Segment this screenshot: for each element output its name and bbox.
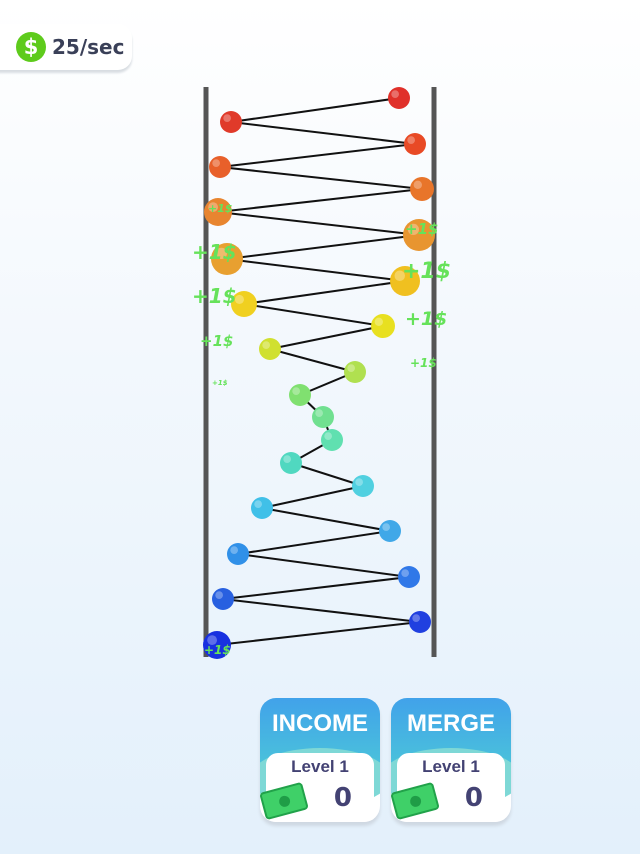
ball-highlight [223,114,231,122]
ball[interactable] [404,133,426,155]
ball[interactable] [344,361,366,383]
rope-segment [237,530,391,555]
income-level: Level 1 [291,757,349,776]
ball[interactable] [204,198,232,226]
ball-highlight [207,635,218,645]
income-cost: 0 [333,783,352,813]
ball[interactable] [251,497,273,519]
ball[interactable] [203,631,231,659]
income-title: INCOME [272,710,368,737]
ball[interactable] [280,452,302,474]
rope-segment [237,553,410,578]
rope-segment [243,280,406,305]
floating-income-text: +1$ [204,643,231,657]
ball-highlight [401,569,409,578]
rope-segment [261,485,364,509]
ball[interactable] [321,429,343,451]
ball-highlight [262,341,270,349]
ball[interactable] [312,406,334,428]
ball-highlight [413,180,422,189]
ball-highlight [292,387,300,395]
ball-highlight [374,317,383,326]
ball-highlight [407,223,419,235]
ball-highlight [212,159,220,167]
ball[interactable] [259,338,281,360]
ball[interactable] [410,177,434,201]
ball-highlight [391,90,399,98]
ball-highlight [254,500,262,508]
ball-highlight [382,523,390,532]
ball[interactable] [212,588,234,610]
rope-segment [217,188,423,213]
floating-income-text: +1$ [402,259,452,284]
ball[interactable] [403,219,435,251]
ball-highlight [347,364,355,372]
rope-segment [230,121,416,145]
ball[interactable] [388,87,410,109]
rope-segment [216,621,421,646]
floating-income-text: +1$ [405,220,439,238]
rope-segment [290,462,364,487]
ball[interactable] [398,566,420,588]
floating-income-text: +1$ [192,240,237,264]
cash-icon [391,781,440,821]
rope-segment [261,507,391,532]
ball[interactable] [209,156,231,178]
floating-income-text: +1$ [410,356,437,370]
rope-segment [243,303,384,327]
income-upgrade-button[interactable]: INCOME Level 1 0 [260,698,380,822]
floating-income-text: +1$ [208,202,233,215]
ball[interactable] [289,384,311,406]
ball-highlight [215,247,227,259]
floating-income-text: +1$ [192,284,237,308]
ball-highlight [407,136,415,144]
ball-highlight [355,478,363,486]
ball[interactable] [220,111,242,133]
rope-segment [222,576,410,600]
floating-income-text: +1$ [200,332,234,350]
ball[interactable] [352,475,374,497]
ball[interactable] [409,611,431,633]
ball-highlight [208,202,219,213]
ball-highlight [315,409,323,417]
ball-highlight [324,432,332,440]
dollar-coin-icon: $ [16,32,46,62]
ball-highlight [394,270,405,281]
merge-title: MERGE [406,710,495,737]
rope-segment [226,258,406,282]
ball[interactable] [371,314,395,338]
ball[interactable] [211,243,243,275]
floating-income-text: +1$ [405,308,448,330]
ball[interactable] [390,266,420,296]
ball[interactable] [231,291,257,317]
ball-highlight [412,614,420,623]
income-rate-panel: $ 25/sec [0,24,132,70]
ball[interactable] [227,543,249,565]
rope-segment [230,97,400,123]
merge-upgrade-button[interactable]: MERGE Level 1 0 [391,698,511,822]
merge-level: Level 1 [422,757,480,776]
ball-highlight [283,455,291,463]
ball[interactable] [379,520,401,542]
ball-highlight [234,294,244,305]
merge-cost: 0 [464,783,483,813]
rope-segment [217,211,420,236]
rope-segment [219,143,416,168]
income-rate-text: 25/sec [52,35,125,59]
floating-income-text: +1$ [212,379,228,387]
ball-highlight [215,591,223,600]
rope-segment [222,598,421,623]
rope-segment [269,325,384,350]
ball-highlight [230,546,238,555]
cash-icon [260,781,309,821]
rope-segment [226,234,420,260]
rope-segment [269,348,356,373]
rope-segment [219,166,423,190]
